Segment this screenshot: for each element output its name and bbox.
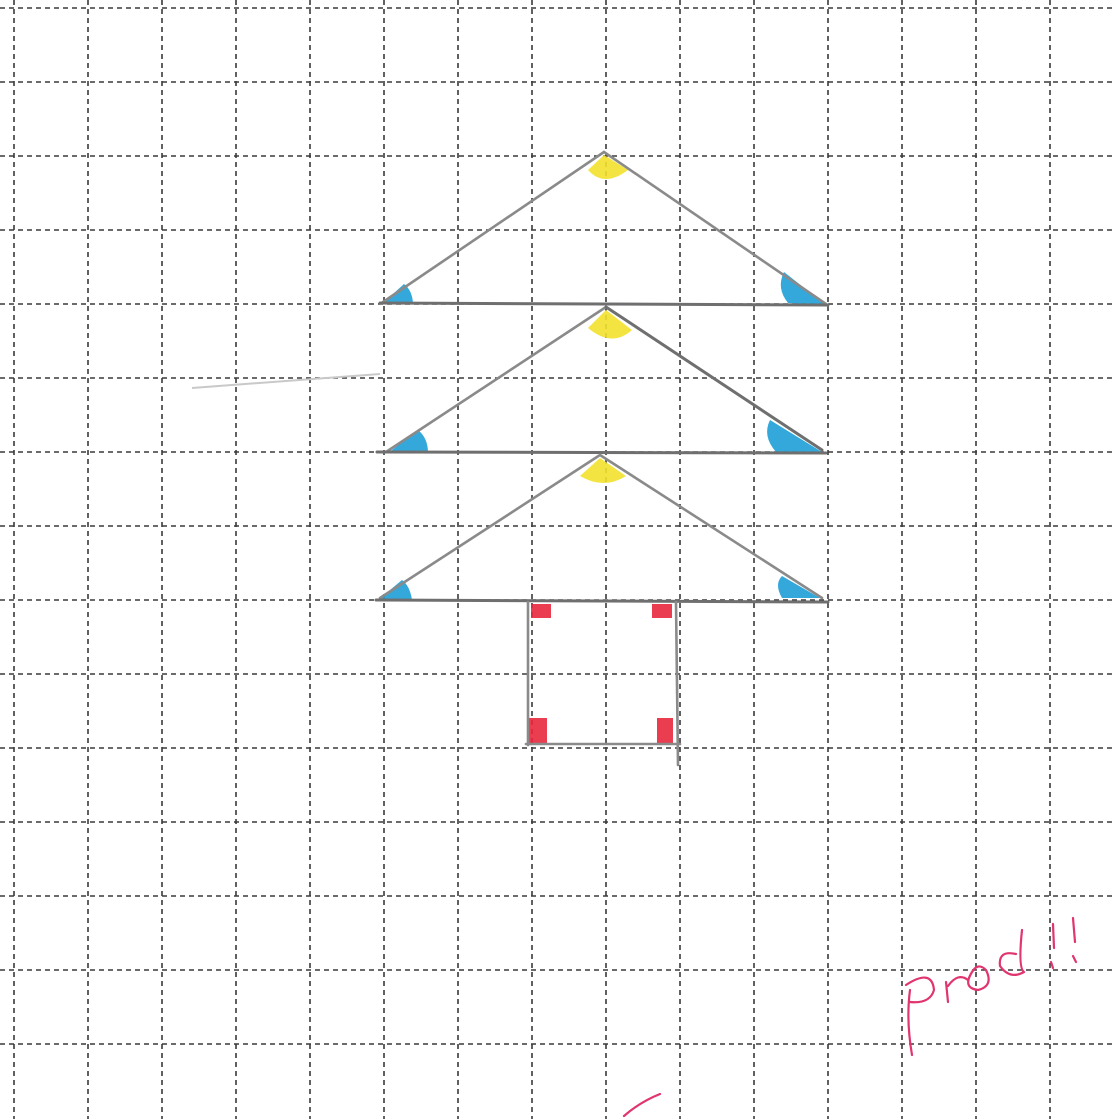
triangle-base (375, 450, 828, 455)
apex-angle-marker (588, 310, 632, 339)
triangle-bottom (374, 453, 830, 604)
base-angle-marker-left (388, 430, 428, 453)
apex-angle-marker (588, 155, 628, 179)
stray-pencil-stroke (191, 373, 381, 389)
square-trunk (524, 600, 682, 767)
triangle-side-right (602, 150, 828, 306)
apex-angle-marker (580, 458, 626, 483)
right-angle-marker (657, 718, 673, 744)
right-angle-marker (652, 604, 672, 618)
triangle-base (378, 301, 830, 307)
triangle-side-left (381, 150, 606, 304)
triangle-side-left (378, 453, 602, 600)
square-right-side (674, 600, 680, 767)
right-angle-marker (531, 604, 551, 618)
triangle-top (378, 150, 830, 307)
triangle-base (374, 598, 830, 604)
base-angle-marker-right (778, 576, 820, 598)
triangle-middle (375, 305, 828, 455)
teacher-handwritten-note (622, 916, 1078, 1118)
triangle-side-right (598, 453, 824, 600)
right-angle-marker (527, 718, 547, 744)
triangle-side-left (384, 305, 608, 454)
base-angle-marker-right (767, 420, 822, 452)
triangle-side-right (604, 305, 824, 452)
